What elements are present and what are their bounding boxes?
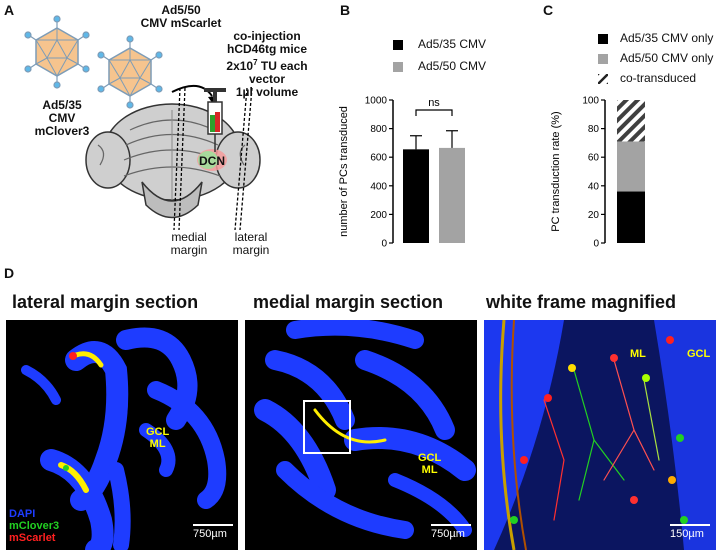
ad5-50-vector-title: Ad5/50 CMV mScarlet — [140, 3, 222, 30]
medial-margin-label: medial margin — [170, 230, 208, 257]
lateral-margin-line — [234, 87, 248, 231]
chart-c-segment — [617, 100, 645, 142]
title-medial-section: medial margin section — [253, 292, 444, 312]
chart-c-ytick-label: 40 — [588, 181, 600, 192]
chart-b-ytick-label: 600 — [370, 153, 387, 164]
chart-b: 0 200 400 600 800 1000 number of PCs transduce… — [338, 96, 465, 250]
ad5-35-vector-title: Ad5/35 CMV mClover3 — [34, 98, 90, 138]
chart-b-significance-label: ns — [428, 97, 440, 109]
panel-d-letter: D — [4, 265, 15, 281]
chart-b-ytick-label: 800 — [370, 124, 387, 135]
chart-b-ylabel: number of PCs transduced — [338, 106, 350, 237]
legend-swatch-co-transduced — [598, 74, 608, 84]
chart-b-bar — [403, 149, 429, 243]
scalebar-lateral: 750µm — [193, 524, 233, 540]
panel-a-letter: A — [4, 2, 15, 18]
dcn-label: DCN — [199, 154, 225, 168]
magnified-ml-label: ML — [630, 348, 646, 360]
title-lateral-section: lateral margin section — [12, 292, 199, 312]
chart-c-ytick-label: 80 — [588, 124, 600, 135]
chart-c-ytick-label: 0 — [593, 239, 599, 250]
cerebellum-icon — [85, 103, 261, 219]
title-white-frame-magnified: white frame magnified — [486, 292, 677, 312]
chart-b-ytick-label: 0 — [381, 239, 387, 250]
legend-swatch-ad5-50 — [393, 62, 403, 72]
chart-b-ytick-label: 1000 — [365, 96, 388, 107]
legend-swatch-ad5-50-only — [598, 54, 608, 64]
chart-c: 0 20 40 60 80 100 PC transduction rate (%) — [550, 96, 645, 250]
medial-layer-labels: GCL ML — [418, 452, 442, 476]
chart-b-ytick-label: 200 — [370, 210, 387, 221]
channel-mscarlet: mScarlet — [9, 532, 56, 544]
panel-b-letter: B — [340, 2, 351, 18]
injection-arrow-icon — [171, 85, 213, 97]
micrograph-medial-margin — [245, 320, 477, 550]
lateral-margin-label: lateral margin — [232, 230, 270, 257]
panel-c-letter: C — [543, 2, 554, 18]
legend-swatch-ad5-35-only — [598, 34, 608, 44]
chart-b-significance-bracket — [415, 109, 453, 116]
panel-a-schematic — [24, 15, 261, 231]
micrograph-magnified — [484, 320, 716, 550]
injection-protocol: co-injection hCD46tg mice 2x107 TU each … — [226, 29, 308, 99]
lateral-layer-labels: GCL ML — [146, 426, 170, 450]
chart-c-segment — [617, 141, 645, 192]
legend-label-co-transduced: co-transduced — [620, 71, 697, 85]
legend-label-ad5-50: Ad5/50 CMV — [418, 59, 487, 73]
chart-c-segment — [617, 191, 645, 243]
chart-c-ytick-label: 60 — [588, 153, 600, 164]
legend-label-ad5-35: Ad5/35 CMV — [418, 37, 487, 51]
legend-swatch-ad5-35 — [393, 40, 403, 50]
medial-margin-line — [173, 87, 181, 231]
ad5-35-virion-icon — [24, 15, 90, 89]
chart-c-ytick-label: 20 — [588, 210, 600, 221]
chart-c-ylabel: PC transduction rate (%) — [550, 111, 562, 231]
syringe-icon — [204, 88, 226, 152]
scalebar-medial: 750µm — [431, 524, 471, 540]
ad5-50-virion-icon — [97, 35, 163, 109]
white-frame — [303, 400, 351, 454]
channel-mclover3: mClover3 — [9, 520, 60, 532]
legend-label-ad5-35-only: Ad5/35 CMV only — [620, 31, 714, 45]
magnified-gcl-label: GCL — [687, 348, 711, 360]
micrograph-lateral-margin — [6, 320, 238, 550]
scalebar-magnified: 150µm — [670, 524, 710, 540]
legend-label-ad5-50-only: Ad5/50 CMV only — [620, 51, 714, 65]
channel-dapi: DAPI — [9, 508, 36, 520]
chart-b-bar — [439, 147, 465, 243]
chart-b-ytick-label: 400 — [370, 181, 387, 192]
chart-c-ytick-label: 100 — [582, 96, 599, 107]
channel-legend: DAPI mClover3 mScarlet — [9, 508, 59, 544]
